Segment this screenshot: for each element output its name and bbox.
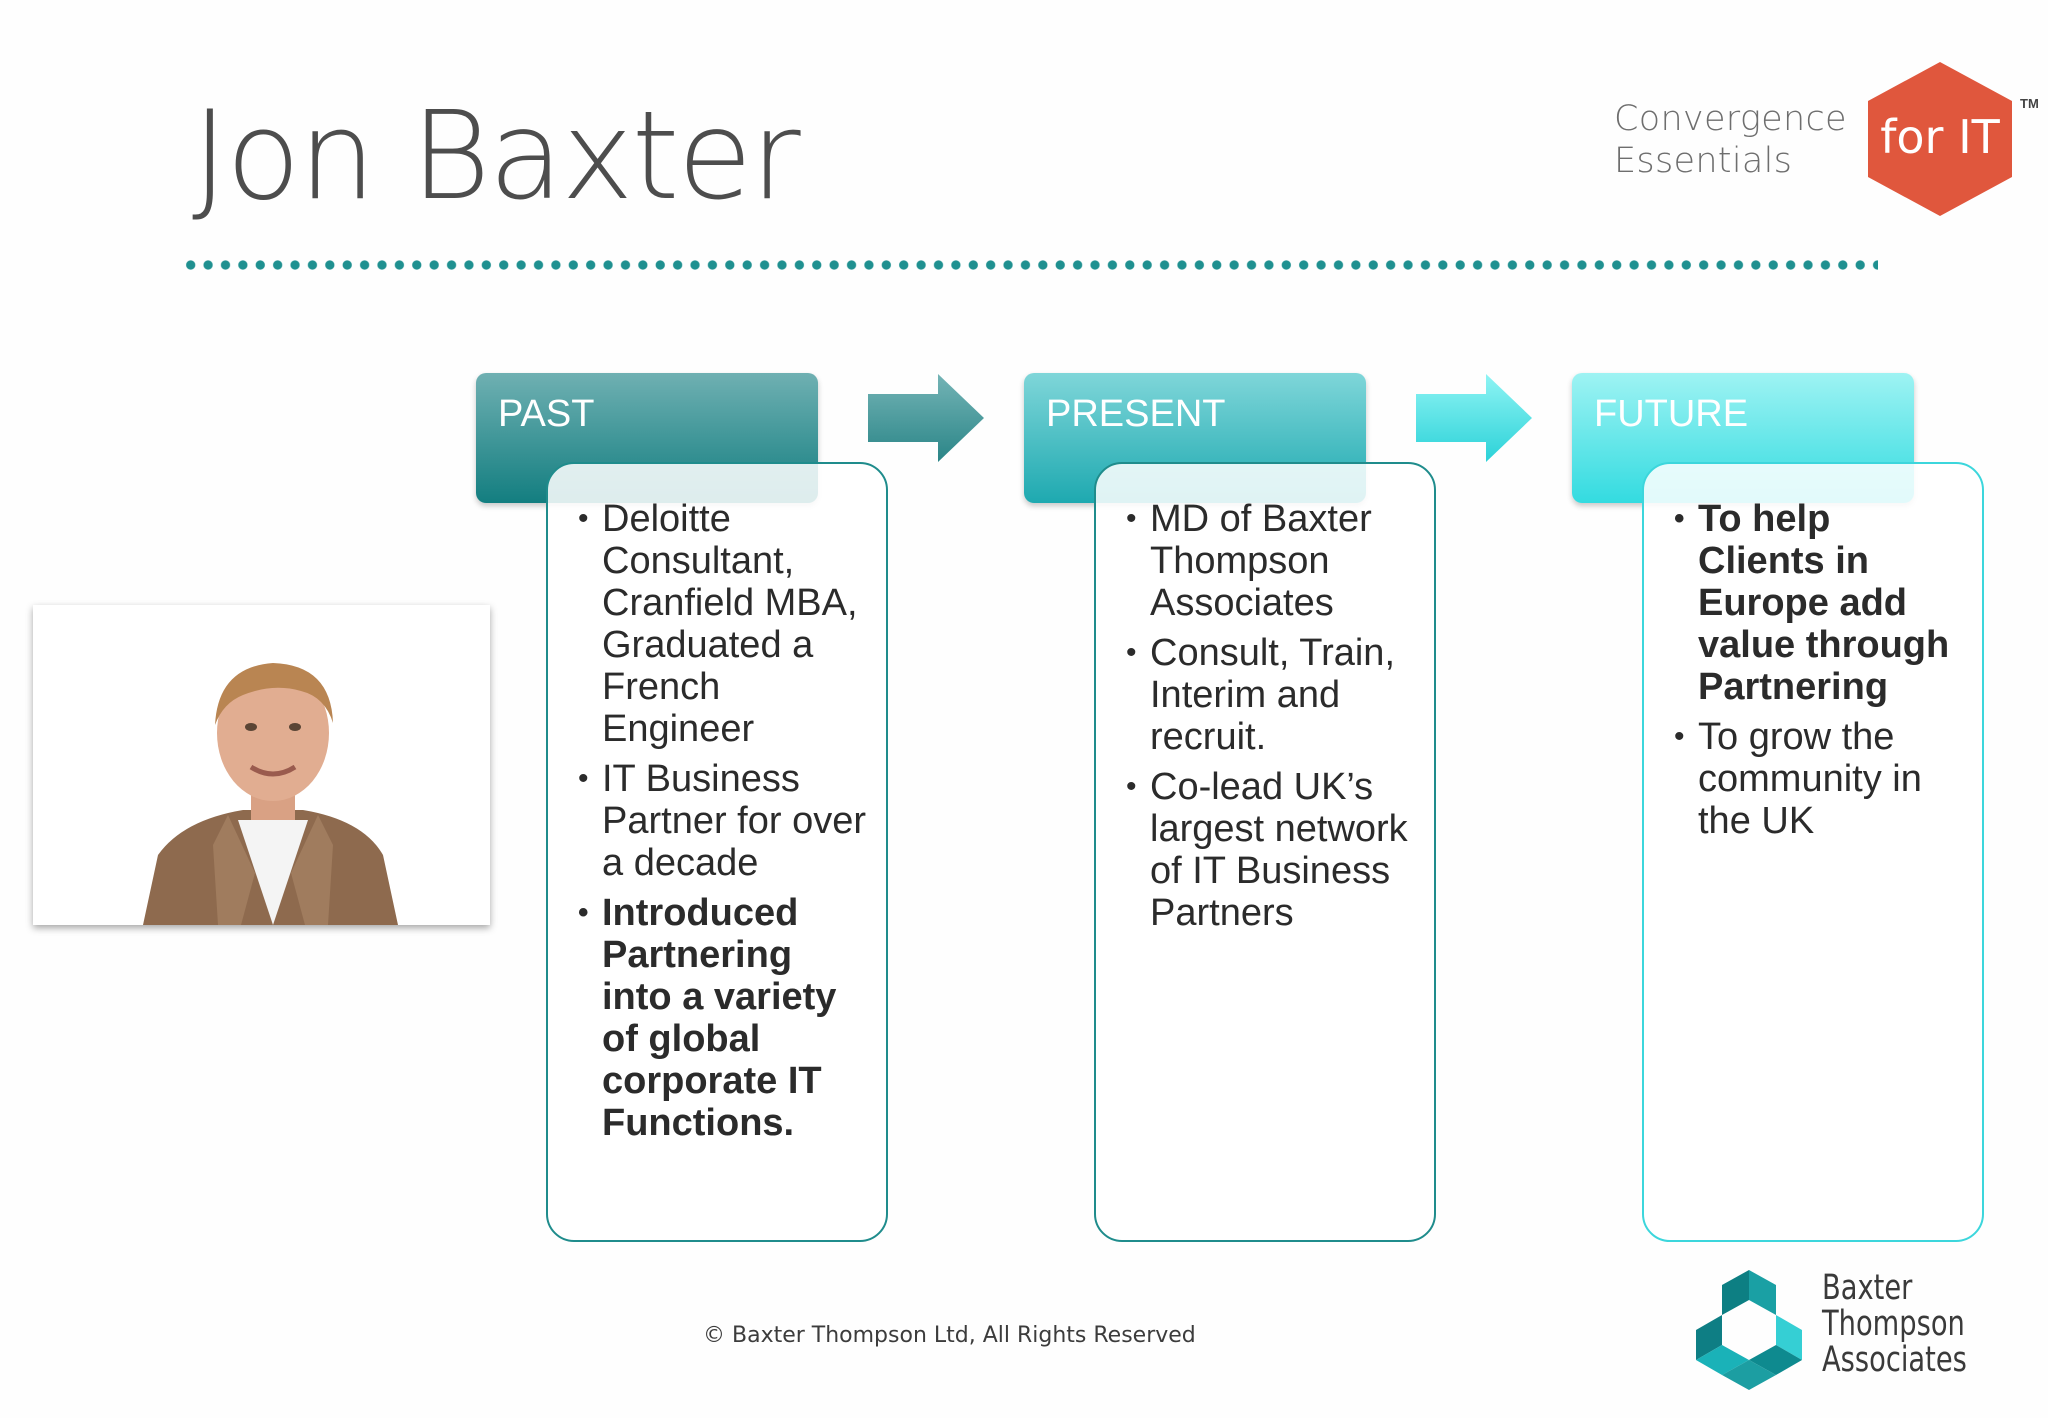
list-item: Consult, Train, Interim and recruit. [1126, 632, 1418, 758]
brand-line-2: Essentials [1614, 141, 1793, 181]
for-it-hexagon-logo: for IT [1868, 62, 2012, 216]
brand-badge-text: for IT [1880, 110, 2000, 164]
list-item: IT Business Partner for over a decade [578, 758, 870, 884]
future-label: FUTURE [1594, 393, 1749, 435]
list-item: Deloitte Consultant, Cranfield MBA, Grad… [578, 498, 870, 750]
slide-title: Jon Baxter [192, 85, 801, 227]
company-name-line-3: Associates [1822, 1340, 1967, 1380]
past-bullet-list: Deloitte Consultant, Cranfield MBA, Grad… [578, 498, 870, 1144]
portrait-photo [33, 605, 490, 925]
present-bullet-list: MD of Baxter Thompson Associates Consult… [1126, 498, 1418, 934]
list-item: Introduced Partnering into a variety of … [578, 892, 870, 1144]
past-card: Deloitte Consultant, Cranfield MBA, Grad… [546, 462, 888, 1242]
past-label: PAST [498, 393, 595, 435]
company-name-line-1: Baxter [1822, 1268, 1913, 1308]
past-to-present-arrow [868, 374, 984, 462]
future-card: To help Clients in Europe add value thro… [1642, 462, 1984, 1242]
present-to-future-arrow [1416, 374, 1532, 462]
dotted-divider [182, 259, 1878, 271]
present-card: MD of Baxter Thompson Associates Consult… [1094, 462, 1436, 1242]
trademark-mark: TM [2020, 96, 2039, 111]
future-bullet-list: To help Clients in Europe add value thro… [1674, 498, 1966, 842]
baxter-thompson-logo-mark [1696, 1270, 1802, 1390]
list-item: To help Clients in Europe add value thro… [1674, 498, 1966, 708]
list-item: To grow the community in the UK [1674, 716, 1966, 842]
present-label: PRESENT [1046, 393, 1226, 435]
company-name-line-2: Thompson [1822, 1304, 1965, 1344]
portrait-illustration [33, 605, 490, 925]
list-item: Co-lead UK’s largest network of IT Busin… [1126, 766, 1418, 934]
copyright-footer: © Baxter Thompson Ltd, All Rights Reserv… [703, 1323, 1196, 1348]
brand-line-1: Convergence [1614, 99, 1847, 139]
brand-wordmark: Convergence Essentials [1614, 98, 1847, 182]
list-item: MD of Baxter Thompson Associates [1126, 498, 1418, 624]
baxter-thompson-wordmark: Baxter Thompson Associates [1822, 1270, 1967, 1378]
